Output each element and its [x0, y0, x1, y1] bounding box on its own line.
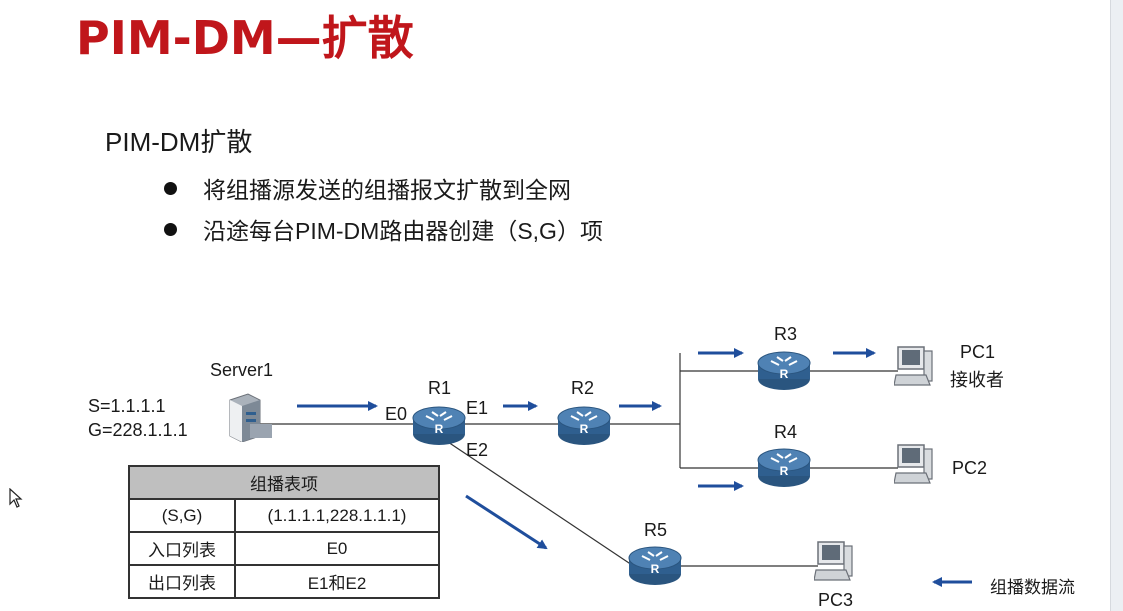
pc-role-label: 接收者 — [950, 370, 1004, 390]
pc-label: PC2 — [952, 458, 988, 478]
router-r1-icon — [412, 406, 466, 446]
bullet-item: 将组播源发送的组播报文扩散到全网 — [164, 171, 571, 205]
table-row: 入口列表 E0 — [128, 531, 440, 566]
section-heading: PIM-DM扩散 — [105, 127, 253, 157]
table-row: (S,G) (1.1.1.1,228.1.1.1) — [128, 498, 440, 533]
table-cell: (S,G) — [128, 498, 236, 533]
pc-icon — [894, 346, 933, 386]
interface-label: E2 — [466, 440, 489, 460]
router-label: R5 — [644, 520, 668, 540]
bullet-dot-icon — [164, 182, 177, 195]
pc-icon — [814, 541, 853, 581]
router-r4-icon — [757, 448, 811, 488]
table-cell: 入口列表 — [128, 531, 236, 566]
legend-label: 组播数据流 — [990, 578, 1075, 597]
pc-label: PC3 — [818, 590, 854, 610]
interface-label: E0 — [385, 404, 408, 424]
table-cell: (1.1.1.1,228.1.1.1) — [234, 498, 440, 533]
flow-arrow — [465, 494, 548, 550]
bullet-dot-icon — [164, 223, 177, 236]
table-row: 出口列表 E1和E2 — [128, 564, 440, 599]
links — [258, 353, 898, 567]
router-label: R1 — [428, 378, 452, 398]
link-r1-r5 — [444, 439, 633, 566]
table-cell: 出口列表 — [128, 564, 236, 599]
mouse-cursor-icon — [9, 488, 23, 508]
bullet-text: 沿途每台PIM-DM路由器创建（S,G）项 — [203, 218, 603, 244]
table-header: 组播表项 — [128, 465, 440, 500]
slide-title: PIM-DM—扩散 — [76, 11, 414, 65]
source-address: S=1.1.1.1 — [88, 396, 166, 416]
router-r5-icon — [628, 546, 682, 586]
bullet-text: 将组播源发送的组播报文扩散到全网 — [203, 177, 571, 203]
bullet-item: 沿途每台PIM-DM路由器创建（S,G）项 — [164, 212, 603, 246]
group-address: G=228.1.1.1 — [88, 420, 188, 440]
table-header-row: 组播表项 — [128, 465, 440, 500]
multicast-entry-table: 组播表项 (S,G) (1.1.1.1,228.1.1.1) 入口列表 E0 出… — [128, 465, 440, 599]
flow-arrows — [297, 348, 972, 587]
pc-label: PC1 — [960, 342, 996, 362]
router-label: R4 — [774, 422, 798, 442]
table-cell: E1和E2 — [234, 564, 440, 599]
router-r2-icon — [557, 406, 611, 446]
interface-label: E1 — [466, 398, 489, 418]
scrollbar-track[interactable] — [1110, 0, 1123, 611]
server-icon — [229, 393, 272, 442]
pc-icon — [894, 444, 933, 484]
router-label: R3 — [774, 324, 798, 344]
router-label: R2 — [571, 378, 595, 398]
router-r3-icon — [757, 351, 811, 391]
server-label: Server1 — [210, 360, 274, 380]
table-cell: E0 — [234, 531, 440, 566]
